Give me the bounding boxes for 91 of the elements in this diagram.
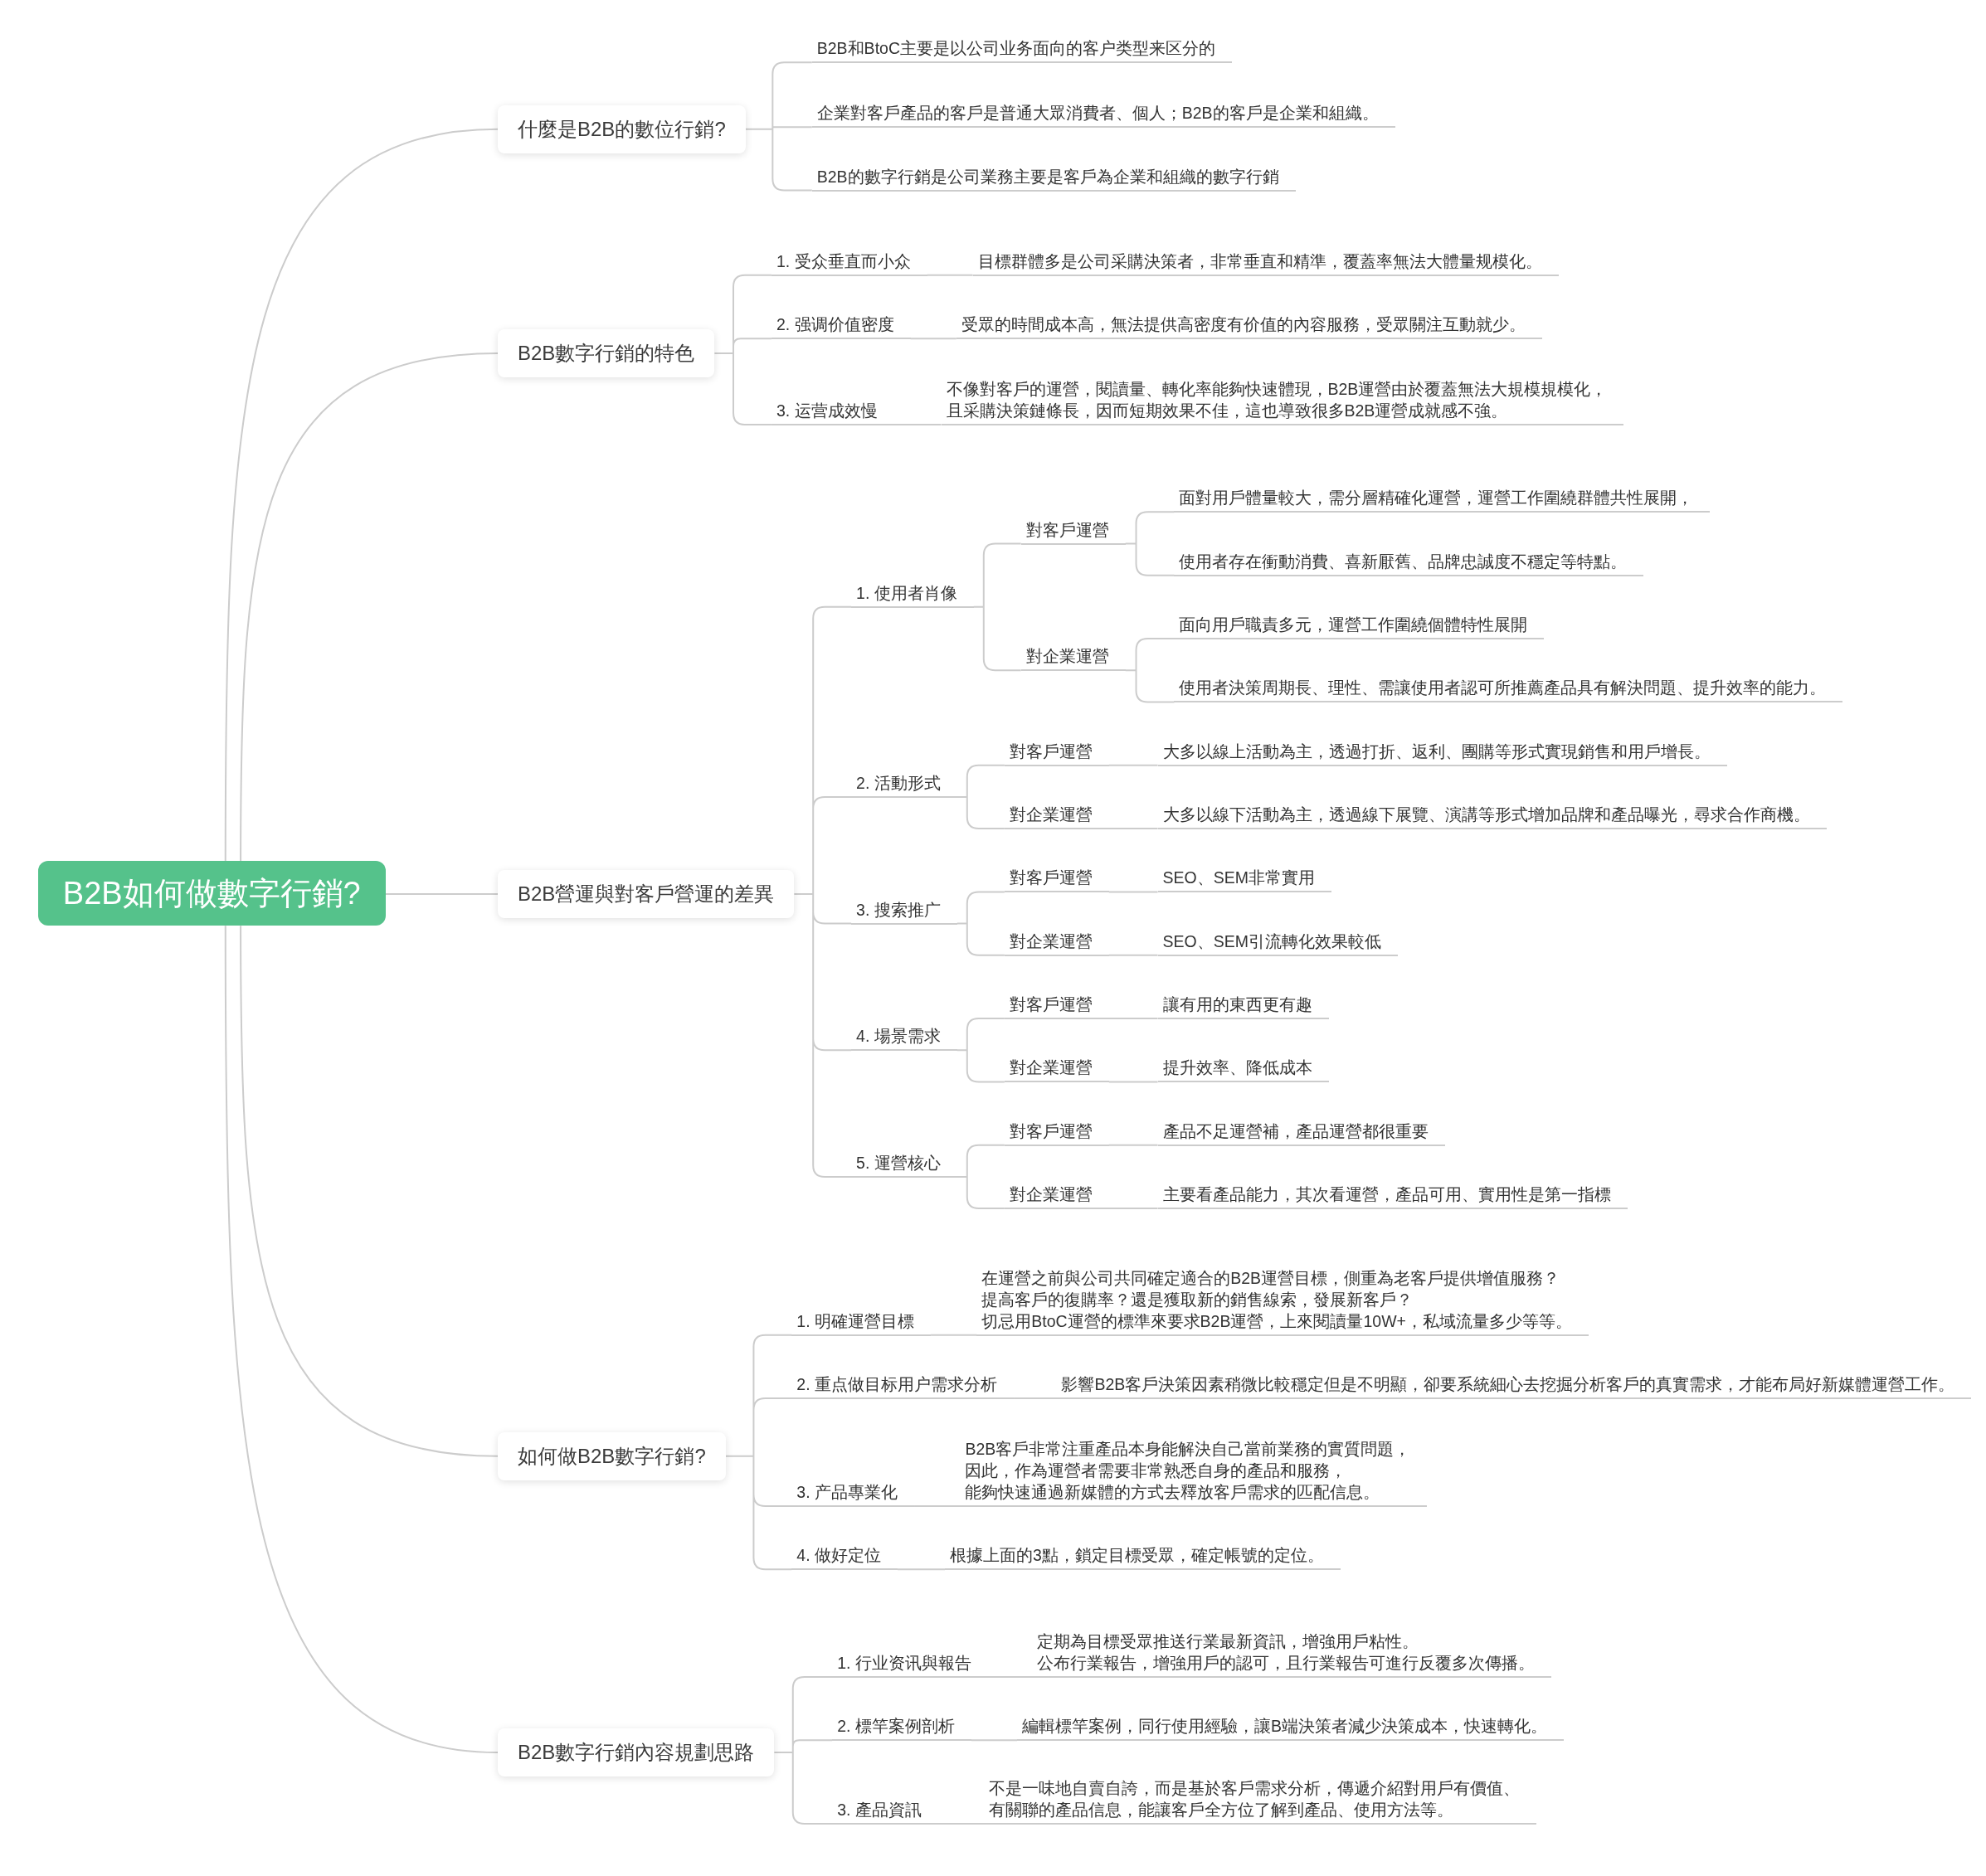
subtopic-label: 對企業運營 <box>1004 804 1109 830</box>
connector-line <box>956 1144 1005 1210</box>
connector-line <box>1124 638 1176 703</box>
detail-text: 不像對客戶的運營，閱讀量、轉化率能夠快速體現，B2B運營由於覆蓋無法大規模規模化，且采購決策鏈條長，因而短期效果不佳，這也導致很多B2B運營成就感不強。 <box>941 378 1624 425</box>
connector-line <box>224 128 499 863</box>
detail-text: 大多以線上活動為主，透過打折、返利、團購等形式實現銷售和用戶增長。 <box>1157 740 1727 766</box>
subtopic-label: 2. 强调价值密度 <box>771 313 911 340</box>
detail-text: 企業對客戶產品的客戶是普通大眾消費者、個人；B2B的客戶是企業和組織。 <box>811 102 1395 129</box>
subtopic-label: 對客戶運營 <box>1020 518 1126 545</box>
subtopic-label: 3. 运营成效慢 <box>771 400 894 425</box>
detail-text: 定期為目標受眾推送行業最新資訊，增強用戶粘性。公布行業報告，增強用戶的認可，且行業報告可進行反覆多次傳播。 <box>1032 1631 1552 1678</box>
connector-line <box>893 424 942 425</box>
connector-line <box>926 274 974 276</box>
connector-line <box>1107 954 1159 956</box>
subtopic-label: 2. 標竿案例剖析 <box>832 1715 971 1742</box>
connector-line <box>956 891 1005 956</box>
connector-line <box>1124 511 1176 576</box>
subtopic-label: 對客戶運營 <box>1004 994 1109 1020</box>
connector-line <box>793 605 853 1178</box>
topic-box: 如何做B2B數字行銷? <box>498 1431 726 1480</box>
connector-line <box>224 925 499 1754</box>
detail-text: B2B和BtoC主要是以公司业务面向的客户类型来区分的 <box>811 37 1232 64</box>
connector-line <box>913 1504 961 1507</box>
detail-text: 主要看產品能力，其次看運營，產品可用、實用性是第一指標 <box>1157 1183 1628 1210</box>
detail-text: 根據上面的3點，鎖定目標受眾，確定帳號的定位。 <box>945 1544 1341 1571</box>
subtopic-label: 2. 活動形式 <box>851 771 957 798</box>
detail-text: 面對用戶體量較大，需分層精確化運營，運營工作圍繞群體共性展開， <box>1174 487 1711 513</box>
connector-line <box>1107 1018 1159 1020</box>
connector-line <box>1107 891 1159 893</box>
subtopic-label: 3. 产品專業化 <box>791 1480 915 1507</box>
subtopic-label: 3. 搜索推广 <box>851 898 957 925</box>
subtopic-label: 2. 重点做目标用户需求分析 <box>791 1373 1015 1400</box>
connector-line <box>972 542 1022 672</box>
connector-line <box>909 338 957 340</box>
subtopic-label: 4. 場景需求 <box>851 1025 957 1052</box>
detail-text: 讓有用的東西更有趣 <box>1157 994 1329 1020</box>
subtopic-label: 對企業運營 <box>1004 1057 1109 1083</box>
topic-box: B2B數字行銷內容規劃思路 <box>498 1728 775 1777</box>
connector-line <box>970 1739 1019 1742</box>
connector-line <box>897 1568 947 1571</box>
connector-line <box>384 892 499 895</box>
subtopic-label: 1. 使用者肖像 <box>851 581 974 608</box>
connector-line <box>1107 764 1159 766</box>
connector-line <box>956 764 1005 830</box>
subtopic-label: 對企業運營 <box>1004 1183 1109 1210</box>
detail-text: 受眾的時間成本高，無法提供高密度有价值的內容服務，受眾關注互動就少。 <box>956 313 1542 340</box>
topic-box: B2B數字行銷的特色 <box>498 328 715 377</box>
detail-text: 在運營之前與公司共同確定適合的B2B運營目標，側重為老客戶提供增值服務？提高客戶的復購率？還是獲取新的銷售線索，發展新客戶？切忌用BtoC運營的標準來要求B2B運營，上來閱讀量10W+，私域流量多少等等。 <box>976 1266 1589 1336</box>
connector-line <box>713 274 772 425</box>
connector-line <box>1013 1397 1058 1400</box>
subtopic-label: 對客戶運營 <box>1004 740 1109 766</box>
connector-line <box>1107 1144 1159 1146</box>
subtopic-label: 1. 受众垂直而小众 <box>771 250 927 276</box>
detail-text: 提升效率、降低成本 <box>1157 1057 1329 1083</box>
subtopic-label: 1. 明確運營目標 <box>791 1310 932 1336</box>
connector-line <box>724 1334 793 1571</box>
subtopic-label: 對企業運營 <box>1020 645 1126 672</box>
connector-line <box>240 352 499 863</box>
subtopic-label: 對客戶運營 <box>1004 1120 1109 1146</box>
detail-text: 大多以線下活動為主，透過線下展覽、演講等形式增加品牌和產品曝光，尋求合作商機。 <box>1157 804 1827 830</box>
connector-line <box>773 1676 834 1825</box>
detail-text: 不是一味地自賣自誇，而是基於客戶需求分析，傳遞介紹對用戶有價值、有關聯的產品信息，能讓客戶全方位了解到產品、使用方法等。 <box>984 1777 1537 1825</box>
detail-text: 編輯標竿案例，同行使用經驗，讓B端決策者減少決策成本，快速轉化。 <box>1017 1715 1565 1742</box>
detail-text: 影響B2B客戶決策因素稍微比較穩定但是不明顯，卻要系統細心去挖掘分析客戶的真實需求，才能布局好新媒體運營工作。 <box>1056 1373 1972 1400</box>
connector-line <box>1107 1208 1159 1210</box>
detail-text: 使用者決策周期長、理性、需讓使用者認可所推薦產品具有解決問題、提升效率的能力。 <box>1174 677 1843 703</box>
detail-text: B2B客戶非常注重產品本身能解決自己當前業務的實質問題，因此，作為運營者需要非常熟悉自身的產品和服務，能夠快速通過新媒體的方式去釋放客戶需求的匹配信息。 <box>960 1437 1428 1507</box>
connector-line <box>744 61 813 192</box>
connector-line <box>930 1334 978 1336</box>
subtopic-label: 3. 產品資訊 <box>832 1799 938 1825</box>
connector-line <box>986 1676 1034 1678</box>
connector-line <box>1107 828 1159 830</box>
detail-text: 目標群體多是公司采購決策者，非常垂直和精準，覆蓋率無法大體量规模化。 <box>972 250 1559 276</box>
topic-box: B2B營運與對客戶營運的差異 <box>498 869 795 918</box>
topic-box: 什麼是B2B的數位行銷? <box>498 104 746 153</box>
connector-line <box>1107 1081 1159 1083</box>
detail-text: 產品不足運營補，產品運營都很重要 <box>1157 1120 1445 1146</box>
central-topic-box: B2B如何做數字行銷? <box>37 861 386 926</box>
detail-text: B2B的數字行銷是公司業務主要是客戶為企業和組織的數字行銷 <box>811 165 1296 192</box>
subtopic-label: 對企業運營 <box>1004 930 1109 956</box>
subtopic-label: 4. 做好定位 <box>791 1544 898 1571</box>
subtopic-label: 對客戶運營 <box>1004 867 1109 893</box>
subtopic-label: 1. 行业资讯與報告 <box>832 1652 988 1678</box>
detail-text: 使用者存在衝動消費、喜新厭舊、品牌忠誠度不穩定等特點。 <box>1174 550 1644 576</box>
connector-line <box>937 1823 986 1825</box>
connector-line <box>240 925 499 1457</box>
connector-line <box>956 1018 1005 1083</box>
subtopic-label: 5. 運營核心 <box>851 1151 957 1178</box>
detail-text: 面向用戶職責多元，運營工作圍繞個體特性展開 <box>1174 614 1545 640</box>
detail-text: SEO、SEM非常實用 <box>1157 867 1331 893</box>
detail-text: SEO、SEM引流轉化效果較低 <box>1157 930 1398 956</box>
